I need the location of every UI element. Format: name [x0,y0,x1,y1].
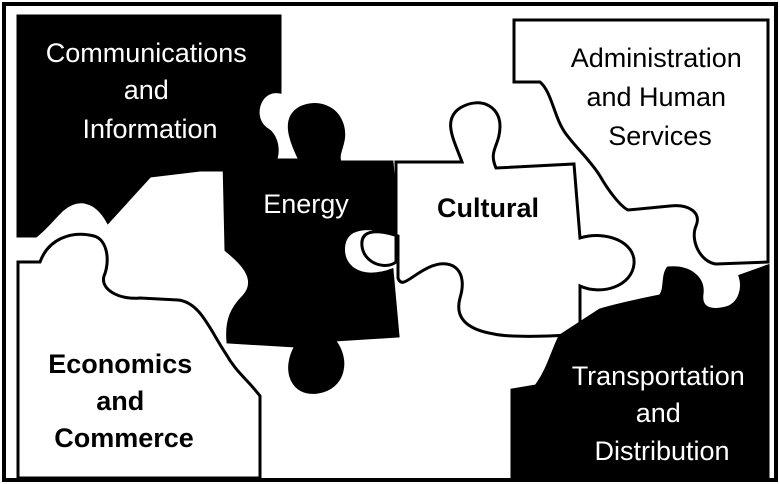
piece-transportation [510,263,770,480]
label-administration-line3: Services [608,121,712,151]
label-transportation: Transportation and Distribution [572,361,753,466]
piece-economics [16,232,262,480]
label-energy: Energy [263,189,349,219]
label-communications-line2: and [124,75,169,105]
label-transportation-line2: and [636,398,681,428]
label-economics: Economics and Commerce [48,349,200,453]
label-cultural-line1: Cultural [437,193,539,223]
label-economics-line2: and [96,386,144,416]
label-communications: Communications and Information [46,38,255,144]
label-administration-line1: Administration [571,43,742,73]
label-transportation-line3: Distribution [594,436,729,466]
label-economics-line1: Economics [48,349,192,379]
label-administration-line2: and Human [586,82,726,112]
label-communications-line1: Communications [46,38,247,68]
label-cultural: Cultural [437,193,539,223]
label-communications-line3: Information [82,114,217,144]
piece-administration [512,18,770,266]
label-administration: Administration and Human Services [571,43,750,151]
label-transportation-line1: Transportation [572,361,745,391]
piece-communications [16,14,282,238]
label-economics-line3: Commerce [54,423,194,453]
label-energy-line1: Energy [263,189,349,219]
piece-energy [222,103,400,394]
